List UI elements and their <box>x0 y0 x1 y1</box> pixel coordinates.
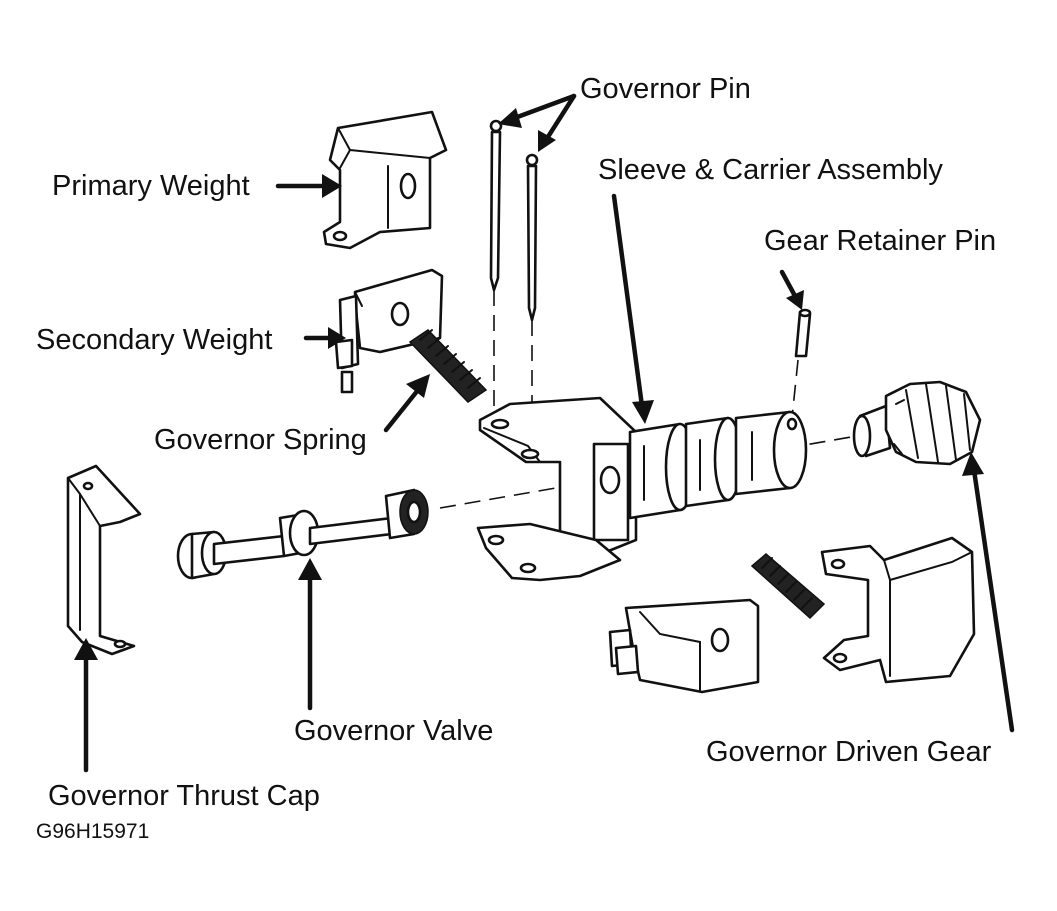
label-governor-spring: Governor Spring <box>154 424 367 456</box>
secondary-weight-lower-part <box>608 598 760 694</box>
label-secondary-weight: Secondary Weight <box>36 324 272 356</box>
governor-spring-upper-part <box>408 329 488 403</box>
governor-pin-part-2 <box>525 153 539 322</box>
label-primary-weight: Primary Weight <box>52 170 250 202</box>
label-gear-retainer-pin: Gear Retainer Pin <box>764 225 996 257</box>
leader-governor-spring <box>383 374 430 433</box>
secondary-weight-part <box>334 268 444 394</box>
label-governor-pin: Governor Pin <box>580 73 751 105</box>
gear-retainer-pin-part <box>794 308 812 358</box>
retainer-axis-line <box>791 359 799 419</box>
leader-sleeve-carrier <box>611 193 654 424</box>
leader-gear-retainer-pin <box>779 269 804 310</box>
figure-code: G96H15971 <box>36 820 149 843</box>
leader-governor-valve <box>298 558 322 711</box>
governor-spring-lower-part <box>750 553 826 620</box>
leader-secondary-weight <box>303 327 346 349</box>
governor-valve-part <box>176 488 429 580</box>
governor-pin-part-1 <box>489 119 503 292</box>
leader-governor-thrust-cap <box>74 638 98 773</box>
governor-driven-gear-part <box>852 380 982 466</box>
label-sleeve-carrier-assembly: Sleeve & Carrier Assembly <box>598 154 943 186</box>
label-governor-driven-gear: Governor Driven Gear <box>706 736 992 768</box>
leader-governor-driven-gear <box>962 452 1015 733</box>
governor-thrust-cap-part <box>66 464 142 656</box>
leader-governor-pin <box>498 93 577 152</box>
sleeve-carrier-assembly-part <box>476 396 808 582</box>
leader-primary-weight <box>275 174 342 198</box>
label-governor-valve: Governor Valve <box>294 715 493 747</box>
primary-weight-lower-part <box>820 536 976 684</box>
label-governor-thrust-cap: Governor Thrust Cap <box>48 780 320 812</box>
primary-weight-part <box>322 110 448 250</box>
